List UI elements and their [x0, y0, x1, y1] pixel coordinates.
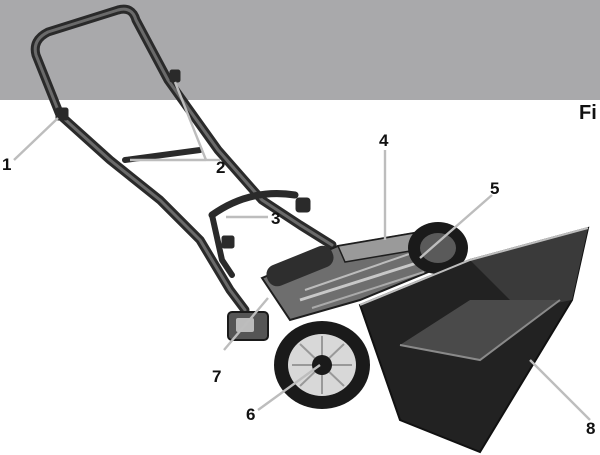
callout-4: 4: [379, 131, 389, 150]
front-wheel: [274, 321, 370, 409]
rear-wheel: [408, 222, 468, 274]
figure-label: Fi: [579, 102, 597, 124]
callout-8: 8: [586, 419, 595, 438]
callout-1: 1: [2, 155, 11, 174]
callout-3: 3: [271, 209, 280, 228]
reel-housing: [260, 230, 440, 322]
leader-lines: [13, 81, 591, 421]
callout-2: 2: [216, 158, 225, 177]
handle-frame: [30, 4, 337, 315]
callout-5: 5: [490, 179, 499, 198]
grass-basket: [358, 226, 590, 454]
callout-7: 7: [212, 367, 221, 386]
callout-6: 6: [246, 405, 255, 424]
height-adjuster: [227, 311, 269, 341]
callouts: 1 2 3 4 5 6 7 8: [2, 131, 595, 438]
